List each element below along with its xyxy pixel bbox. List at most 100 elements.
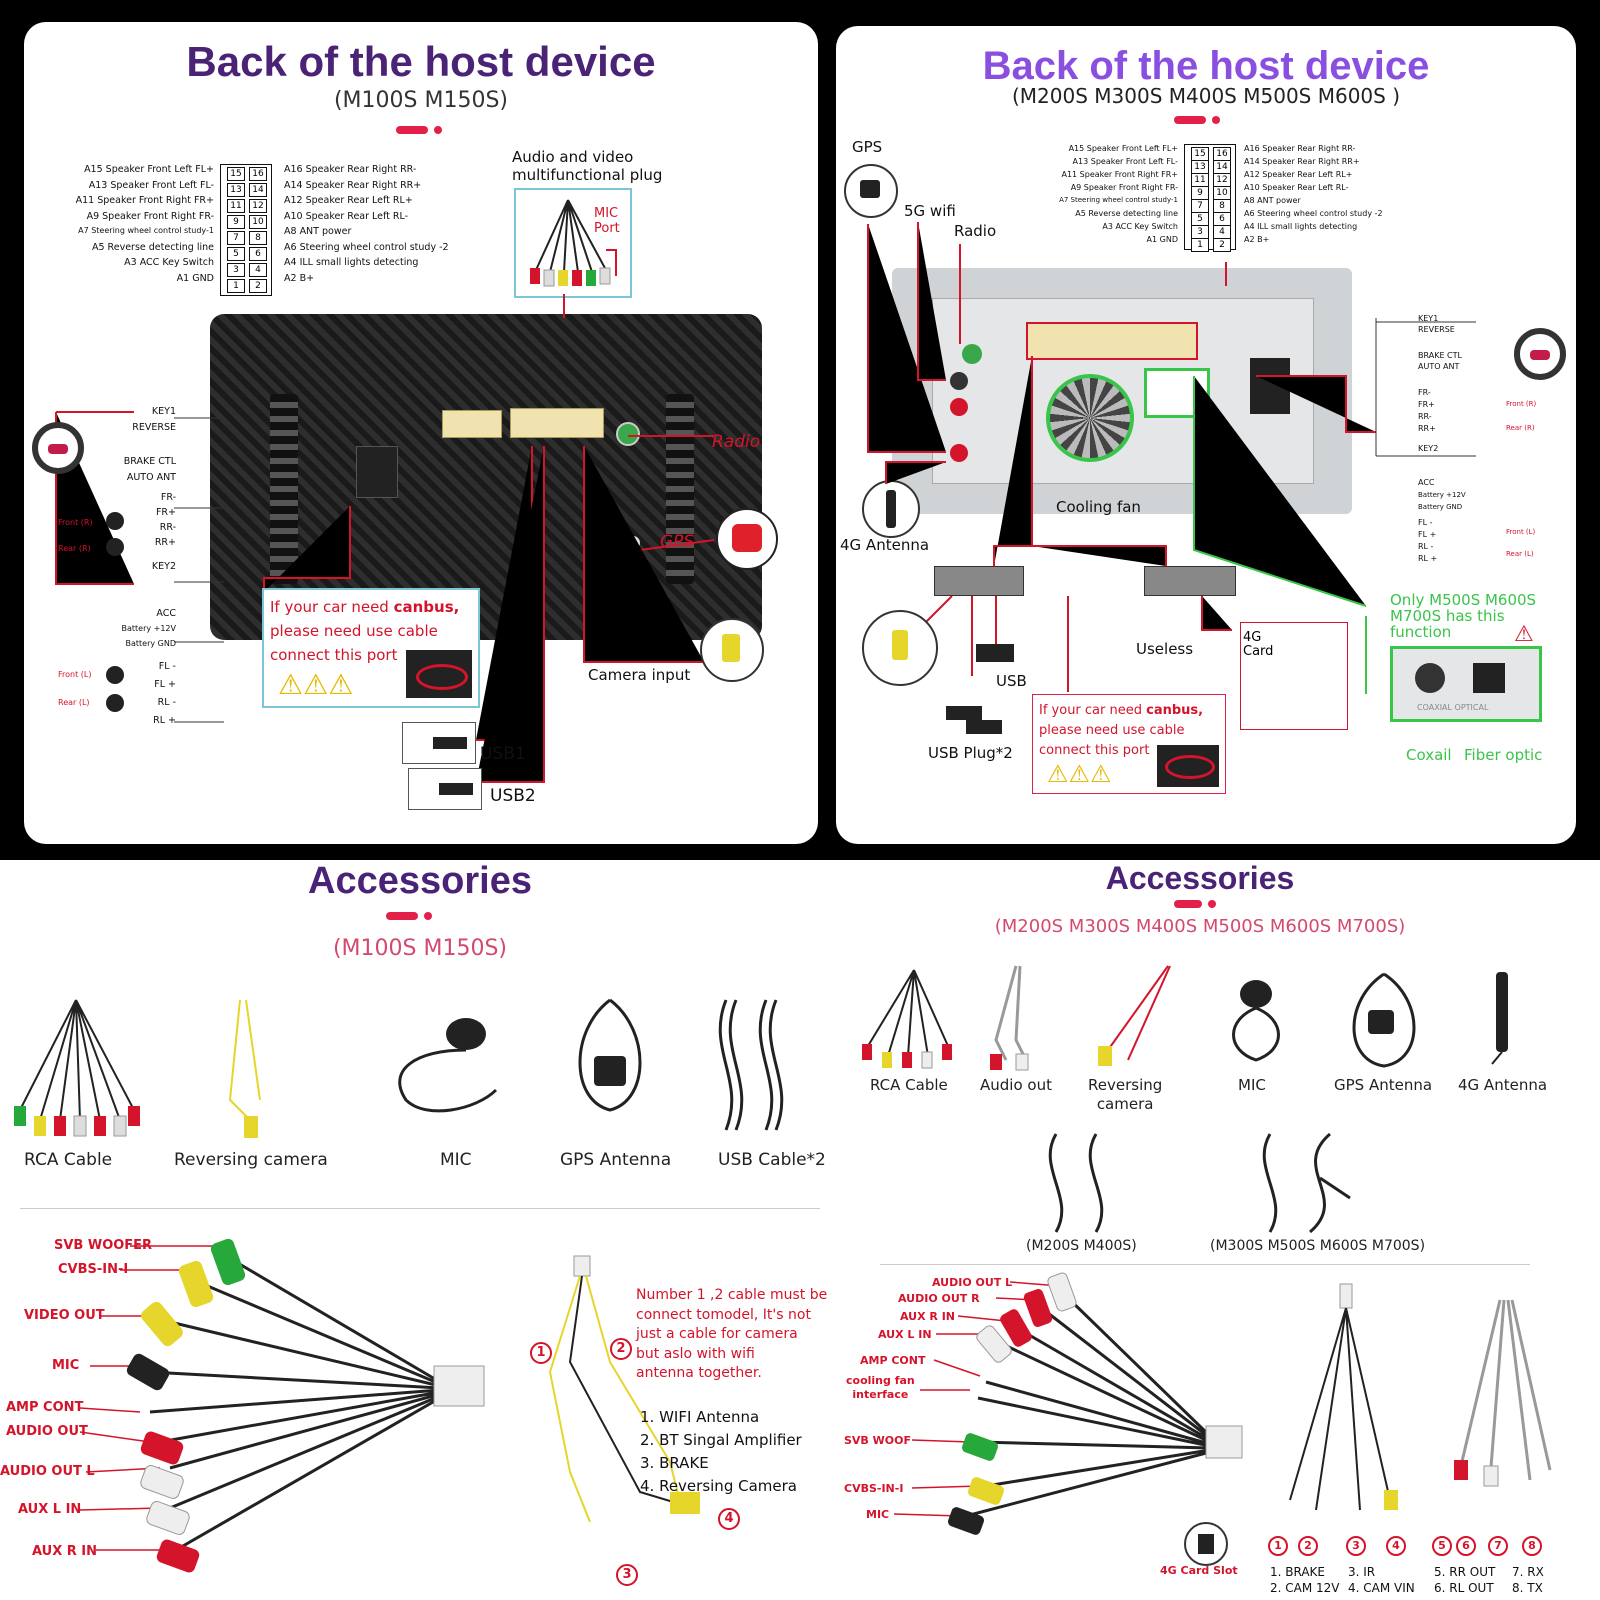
marker-c-4: 4 [718, 1508, 740, 1530]
gps-antenna-b [844, 164, 898, 218]
camera-cable-diagram-c: 1 2 3 4 [530, 1252, 750, 1592]
marker-d-4: 4 [1386, 1536, 1406, 1556]
panel-back-m100s: Back of the host device (M100S M150S) A1… [24, 22, 818, 844]
radio-port [616, 422, 640, 446]
acc-d-item-3: Reversing camera [1088, 1076, 1163, 1113]
radio-label-b: Radio [954, 222, 997, 240]
rca-label-d-3: AUX R IN [900, 1310, 956, 1323]
marker-d-7: 7 [1488, 1536, 1508, 1556]
usb-label-b: USB [996, 672, 1027, 690]
pin-diagram-b: A15 Speaker Front Left FL+ A13 Speaker F… [1059, 144, 1383, 252]
panel-c-pill [386, 912, 418, 920]
camera-plug-image [700, 618, 764, 682]
rca-label-c-7: AUDIO OUT L [0, 1464, 95, 1479]
connector-block-2 [510, 408, 604, 438]
rca-label-d-8: CVBS-IN-I [844, 1482, 904, 1495]
acc-c-item-2: Reversing camera [174, 1150, 328, 1170]
rca-label-d-1: AUDIO OUT L [932, 1276, 1013, 1289]
front-l-label-b: Front (L) [1506, 528, 1536, 536]
pin-14: 14 [1213, 160, 1231, 174]
pin-4: 4 [249, 263, 267, 277]
mic-jack [356, 446, 398, 498]
rca-harness-icon [530, 199, 617, 287]
radio-label: Radio [712, 432, 761, 452]
marker-d-6: 6 [1456, 1536, 1476, 1556]
usb1-label: USB1 [480, 744, 526, 764]
panel-d-dot [1208, 900, 1216, 908]
mic-image-c [376, 1010, 516, 1130]
speaker-rl-icon [106, 694, 124, 712]
marker-c-1: 1 [530, 1342, 552, 1364]
rca-label-d-5: AMP CONT [860, 1354, 926, 1367]
rca-label-c-9: AUX R IN [32, 1544, 98, 1559]
rca-diagram-d: AUDIO OUT L AUDIO OUT R AUX R IN AUX L I… [840, 1270, 1250, 1600]
panel-d-pill [1174, 900, 1202, 908]
acc-c-item-3: MIC [440, 1150, 472, 1170]
connector-block-1 [442, 410, 502, 438]
panel-c-title: Accessories [308, 860, 532, 902]
coxail-label: Coxail [1406, 746, 1452, 764]
marker-d-1: 1 [1268, 1536, 1288, 1556]
panel-d-title: Accessories [1105, 860, 1295, 896]
mic-port-label: MIC Port [594, 206, 620, 236]
gps-antenna-image-d [1344, 970, 1424, 1070]
rca-label-d-2: AUDIO OUT R [898, 1292, 980, 1305]
camera-plug-b [862, 610, 938, 686]
rca-label-c-2: CVBS-IN-I [58, 1262, 129, 1277]
panel-b-pill [1174, 116, 1206, 124]
panel-c-dot [424, 912, 432, 920]
pin-14: 14 [249, 183, 267, 197]
rear-l-label-b: Rear (L) [1506, 550, 1534, 558]
canbus-line-2: please need use cable [270, 622, 438, 640]
camera-list-c: 1. WIFI Antenna 2. BT Singal Amplifier 3… [640, 1408, 802, 1495]
usb-cables-image-d-right [1250, 1128, 1360, 1238]
speaker-fl-icon [106, 666, 124, 684]
panel-a-subtitle: (M100S M150S) [333, 88, 509, 113]
fiber-label: Fiber optic [1464, 746, 1543, 764]
rca-label-c-4: MIC [52, 1358, 80, 1373]
usb2-label: USB2 [490, 786, 536, 806]
panel-b-subtitle: (M200S M300S M400S M500S M600S ) [1011, 84, 1401, 108]
marker-d-3: 3 [1346, 1536, 1366, 1556]
rca-label-d-9: MIC [866, 1508, 890, 1521]
pin-diagram-a: A15 Speaker Front Left FL+ A13 Speaker F… [44, 164, 504, 314]
wire-labels-a-upper: KEY1 REVERSE BRAKE CTL AUTO ANT FR- FR+ … [123, 406, 176, 572]
panel-a-title: Back of the host device [186, 38, 656, 85]
canbus-note-b: If your car need canbus, please need use… [1032, 694, 1226, 794]
camera-input-label: Camera input [588, 666, 691, 684]
panel-a-pill [396, 126, 428, 134]
card-slot-label: 4G Card Slot [1160, 1564, 1238, 1577]
cooling-fan-icon [1046, 374, 1134, 462]
acc-d-item-2: Audio out [980, 1076, 1052, 1094]
usb-image-b [976, 644, 1014, 662]
rca-label-c-8: AUX L IN [18, 1502, 82, 1517]
usb-label-d-left: (M200S M400S) [1026, 1238, 1137, 1254]
steering-wheel-icon [32, 422, 84, 474]
pin-9: 9 [227, 215, 245, 229]
usb-plug-label: USB Plug*2 [928, 744, 1013, 762]
rca-label-d-7: SVB WOOF [844, 1434, 911, 1447]
vent-right [666, 394, 694, 584]
card-slot-image [1184, 1522, 1228, 1566]
usb1-image [402, 722, 476, 764]
acc-d-item-1: RCA Cable [870, 1076, 948, 1094]
rca-label-c-3: VIDEO OUT [24, 1308, 105, 1323]
pin-1: 1 [1191, 238, 1209, 252]
panel-accessories-m200s: Accessories (M200S M300S M400S M500S M60… [840, 860, 1600, 1600]
antenna-4g-image [862, 480, 920, 538]
rear-l-label: Rear (L) [58, 698, 90, 707]
acc-c-item-5: USB Cable*2 [718, 1150, 826, 1170]
rca-label-d-6: cooling fan interface [846, 1374, 915, 1401]
gps-puck-icon [732, 524, 762, 552]
warning-icons: ⚠⚠⚠ [278, 668, 354, 701]
panel-b-title: Back of the host device [982, 44, 1430, 88]
gps-label-b: GPS [852, 138, 883, 156]
panel-accessories-m100s: Accessories (M100S M150S) RCA Cable Reve… [0, 860, 840, 1600]
rca-label-c-1: SVB WOOFER [54, 1238, 153, 1253]
panel-c-subtitle: (M100S M150S) [332, 936, 508, 961]
wire-labels-a-lower: ACC Battery +12V Battery GND FL - FL + R… [121, 608, 176, 726]
rca-cable-image-d [858, 966, 958, 1076]
gps-puck-a [716, 508, 778, 570]
wifi-label: 5G wifi [904, 202, 956, 220]
